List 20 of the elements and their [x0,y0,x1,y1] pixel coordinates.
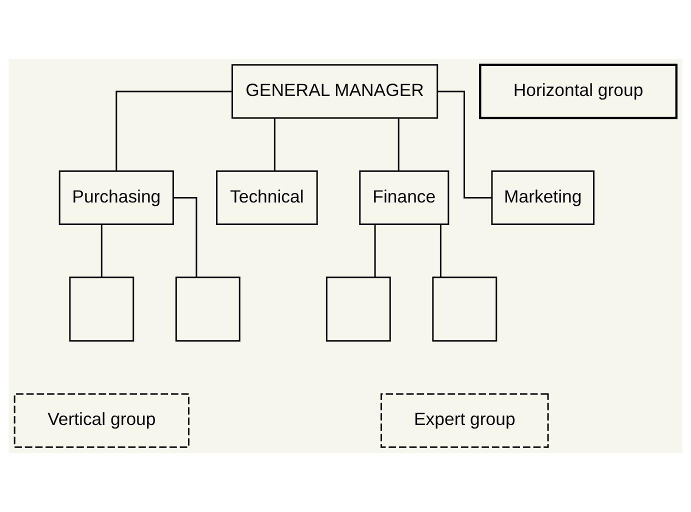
node-box: Purchasing [58,170,174,226]
connector [374,224,376,278]
node-box [175,276,240,342]
connector [398,118,400,171]
node-box: Technical [216,170,318,226]
connector [173,196,198,277]
node-box: Marketing [491,170,595,226]
node-box: Finance [359,170,450,226]
node-box [432,276,498,342]
node-box: Vertical group [14,393,190,448]
node-box [69,276,134,342]
node-box [326,276,391,342]
node-box: Horizontal group [479,64,678,120]
connector [440,224,442,278]
connector [116,90,232,171]
node-box: Expert group [380,393,549,448]
connector [437,90,492,198]
connector [274,118,276,171]
connector [100,224,102,278]
node-box: GENERAL MANAGER [232,64,438,119]
